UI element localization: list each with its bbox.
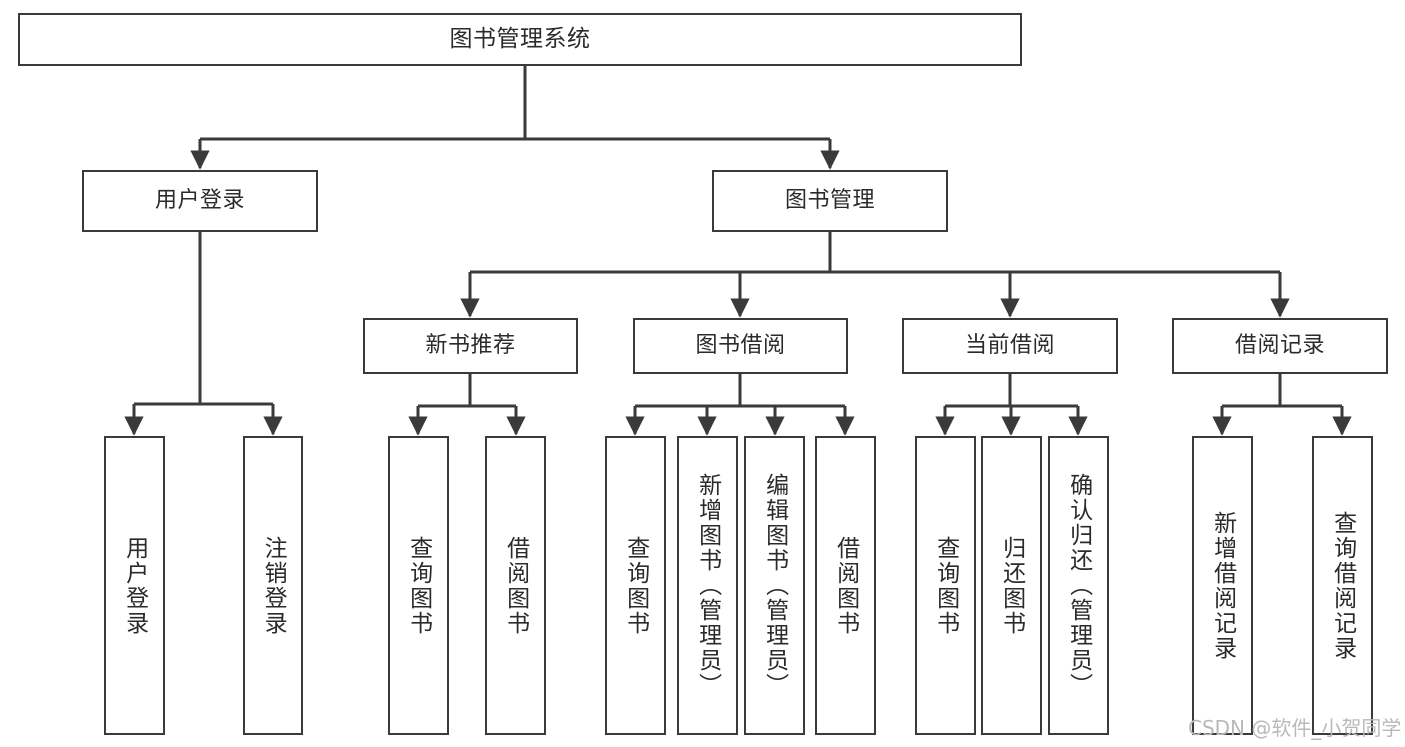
node-leaf-query-book-3[interactable]: 查询图书 (915, 436, 976, 735)
node-leaf-user-login-label: 用户登录 (121, 535, 148, 636)
node-new-book-recommend-label: 新书推荐 (425, 333, 516, 359)
node-leaf-query-book-1-label: 查询图书 (405, 535, 432, 636)
node-leaf-borrow-book-1-label: 借阅图书 (502, 535, 529, 636)
node-book-borrow-label: 图书借阅 (695, 333, 786, 359)
node-leaf-edit-book[interactable]: 编辑图书（管理员） (744, 436, 805, 735)
node-leaf-confirm-return[interactable]: 确认归还（管理员） (1048, 436, 1109, 735)
node-leaf-confirm-return-label: 确认归还（管理员） (1065, 473, 1092, 698)
node-leaf-query-book-1[interactable]: 查询图书 (388, 436, 449, 735)
node-current-borrow-label: 当前借阅 (964, 333, 1055, 359)
node-new-book-recommend[interactable]: 新书推荐 (363, 318, 578, 374)
node-leaf-borrow-book-1[interactable]: 借阅图书 (485, 436, 546, 735)
node-user-login-label: 用户登录 (154, 188, 245, 214)
node-leaf-query-record-label: 查询借阅记录 (1329, 510, 1356, 661)
node-root-label: 图书管理系统 (449, 25, 591, 52)
node-leaf-add-record-label: 新增借阅记录 (1209, 510, 1236, 661)
node-leaf-borrow-book-2-label: 借阅图书 (832, 535, 859, 636)
node-leaf-logout[interactable]: 注销登录 (243, 436, 303, 735)
node-leaf-borrow-book-2[interactable]: 借阅图书 (815, 436, 876, 735)
node-leaf-query-book-2-label: 查询图书 (622, 535, 649, 636)
node-root[interactable]: 图书管理系统 (18, 13, 1022, 66)
node-leaf-query-record[interactable]: 查询借阅记录 (1312, 436, 1373, 735)
csdn-watermark: CSDN @软件_小贺同学 (1188, 716, 1402, 740)
node-leaf-add-book-label: 新增图书（管理员） (694, 473, 721, 698)
node-leaf-user-login[interactable]: 用户登录 (104, 436, 165, 735)
node-current-borrow[interactable]: 当前借阅 (902, 318, 1118, 374)
node-book-manage[interactable]: 图书管理 (712, 170, 948, 232)
node-leaf-edit-book-label: 编辑图书（管理员） (761, 473, 788, 698)
node-leaf-query-book-3-label: 查询图书 (932, 535, 959, 636)
node-leaf-return-book-label: 归还图书 (998, 535, 1025, 636)
node-user-login[interactable]: 用户登录 (82, 170, 318, 232)
node-leaf-add-book[interactable]: 新增图书（管理员） (677, 436, 738, 735)
node-leaf-return-book[interactable]: 归还图书 (981, 436, 1042, 735)
node-borrow-record-label: 借阅记录 (1234, 333, 1325, 359)
node-borrow-record[interactable]: 借阅记录 (1172, 318, 1388, 374)
node-book-manage-label: 图书管理 (784, 188, 875, 214)
node-leaf-logout-label: 注销登录 (260, 535, 287, 636)
node-book-borrow[interactable]: 图书借阅 (633, 318, 848, 374)
node-leaf-query-book-2[interactable]: 查询图书 (605, 436, 666, 735)
node-leaf-add-record[interactable]: 新增借阅记录 (1192, 436, 1253, 735)
